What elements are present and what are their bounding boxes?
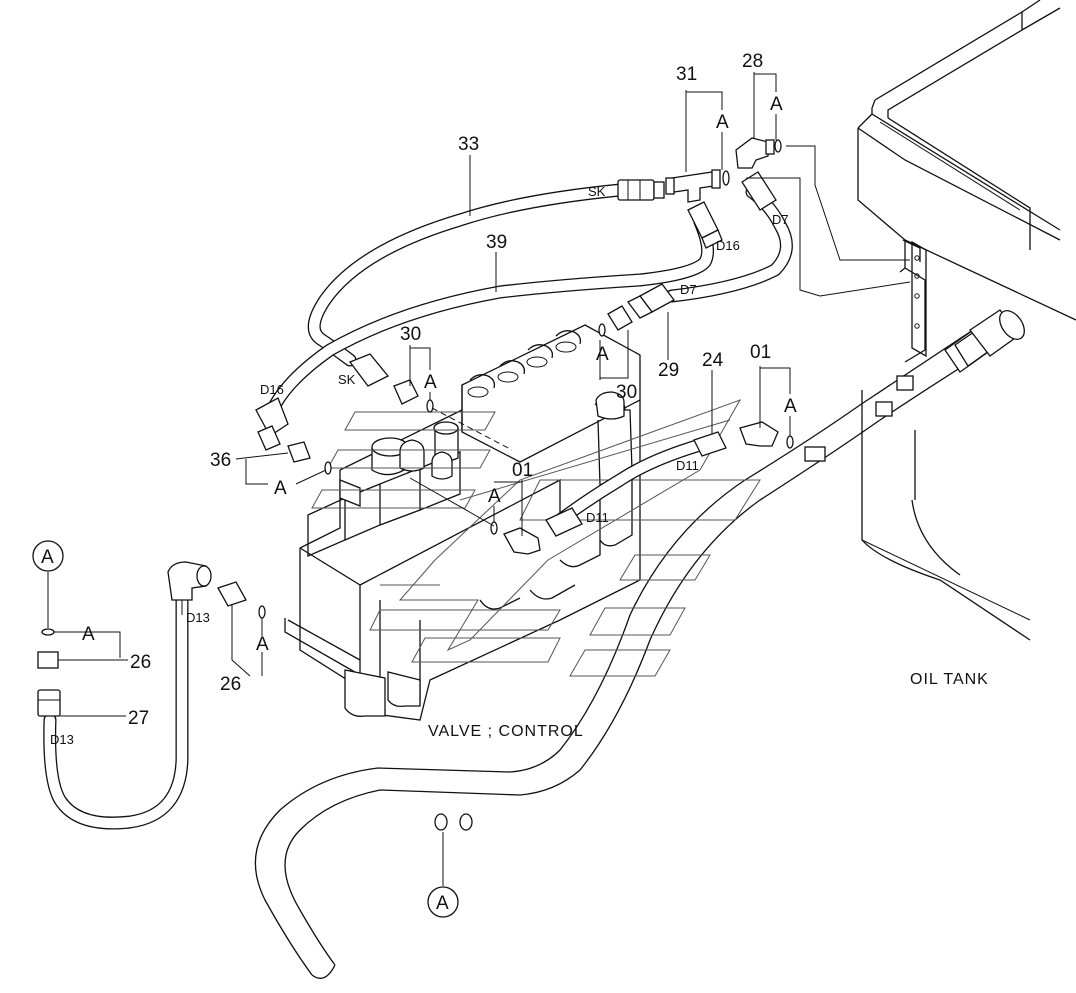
hose-end-fitting-d11-lower <box>545 507 583 537</box>
callout-26-center: 26 <box>220 674 241 695</box>
adapter-fitting-30-upper <box>598 305 633 337</box>
a-mark-26-center: A <box>256 634 269 655</box>
elbow-fitting-01-center <box>490 521 541 555</box>
elbow-fitting-d13-upper <box>167 561 212 601</box>
a-mark-26-left: A <box>82 624 95 645</box>
code-d7-lower: D7 <box>680 282 697 297</box>
callout-01-center: 01 <box>512 460 533 481</box>
adapter-fitting-30-lower <box>393 379 434 413</box>
callout-01-right: 01 <box>750 342 771 363</box>
hose-end-fitting-sk-lower <box>348 353 390 387</box>
adapter-fitting-36 <box>287 441 332 475</box>
elbow-fitting-01-right <box>739 421 794 449</box>
callout-24: 24 <box>702 350 724 371</box>
hose-end-fitting-29 <box>627 283 675 319</box>
hose-end-fitting-d16-upper <box>687 201 723 249</box>
adapter-fitting-26-left <box>37 628 59 669</box>
a-mark-01-right: A <box>784 396 797 417</box>
a-mark-30-upper: A <box>424 372 437 393</box>
code-d13-lower: D13 <box>50 732 74 747</box>
circle-ref-left-text: A <box>41 547 54 568</box>
a-mark-01-center: A <box>488 486 501 507</box>
callout-29: 29 <box>658 360 679 381</box>
oil-tank-label: OIL TANK <box>910 671 989 688</box>
hose-d7 <box>665 185 793 303</box>
code-d13-upper: D13 <box>186 610 210 625</box>
a-mark-31: A <box>716 112 729 133</box>
callout-36: 36 <box>210 450 231 471</box>
hose-33 <box>307 183 627 367</box>
suction-pipe <box>254 309 1025 979</box>
callout-labels: 31 28 33 39 30 30 29 24 01 01 36 26 27 2… <box>128 51 771 729</box>
a-mark-30-lower: A <box>596 344 609 365</box>
hose-39 <box>268 215 715 412</box>
callout-27: 27 <box>128 708 149 729</box>
line-code-labels: SK SK D16 D16 D7 D7 D11 D11 D13 D13 <box>50 184 789 747</box>
hose-27 <box>43 589 189 830</box>
circle-reference-a-bottom: A <box>427 886 459 918</box>
callout-30-lower: 30 <box>616 382 637 403</box>
hose-end-fitting-24 <box>693 431 727 457</box>
circle-ref-bottom-text: A <box>436 893 449 914</box>
hose-end-fitting-27 <box>37 689 61 717</box>
code-d7-upper: D7 <box>772 212 789 227</box>
elbow-fitting-28 <box>735 137 782 169</box>
leader-lines <box>47 72 911 886</box>
code-sk-upper: SK <box>588 184 606 199</box>
hose-end-fitting-d7-upper <box>741 171 777 211</box>
callout-30-upper: 30 <box>400 324 421 345</box>
tee-fitting-31 <box>665 169 730 203</box>
valve-control-label: VALVE ; CONTROL <box>428 723 584 740</box>
adapter-fitting-26-center <box>217 581 266 619</box>
code-d11-lower: D11 <box>586 510 609 525</box>
a-mark-labels: A A A A A A A A A <box>82 94 797 655</box>
code-d16-upper: D16 <box>716 238 740 253</box>
code-d11-upper: D11 <box>676 458 699 473</box>
code-d16-lower: D16 <box>260 382 284 397</box>
callout-31: 31 <box>676 64 697 85</box>
hose-end-fitting-33 <box>617 179 665 201</box>
circle-reference-a-left: A <box>32 540 64 572</box>
watermark-arrows <box>311 399 761 677</box>
hose-end-fitting-d16-lower <box>255 397 289 451</box>
callout-33: 33 <box>458 134 479 155</box>
callout-39: 39 <box>486 232 507 253</box>
control-valve <box>284 324 641 721</box>
callout-28: 28 <box>742 51 763 72</box>
callout-26-left: 26 <box>130 652 151 673</box>
a-mark-28: A <box>770 94 783 115</box>
code-sk-lower: SK <box>338 372 356 387</box>
oil-tank <box>857 0 1076 641</box>
a-mark-36: A <box>274 478 287 499</box>
hose-24 <box>553 438 707 527</box>
